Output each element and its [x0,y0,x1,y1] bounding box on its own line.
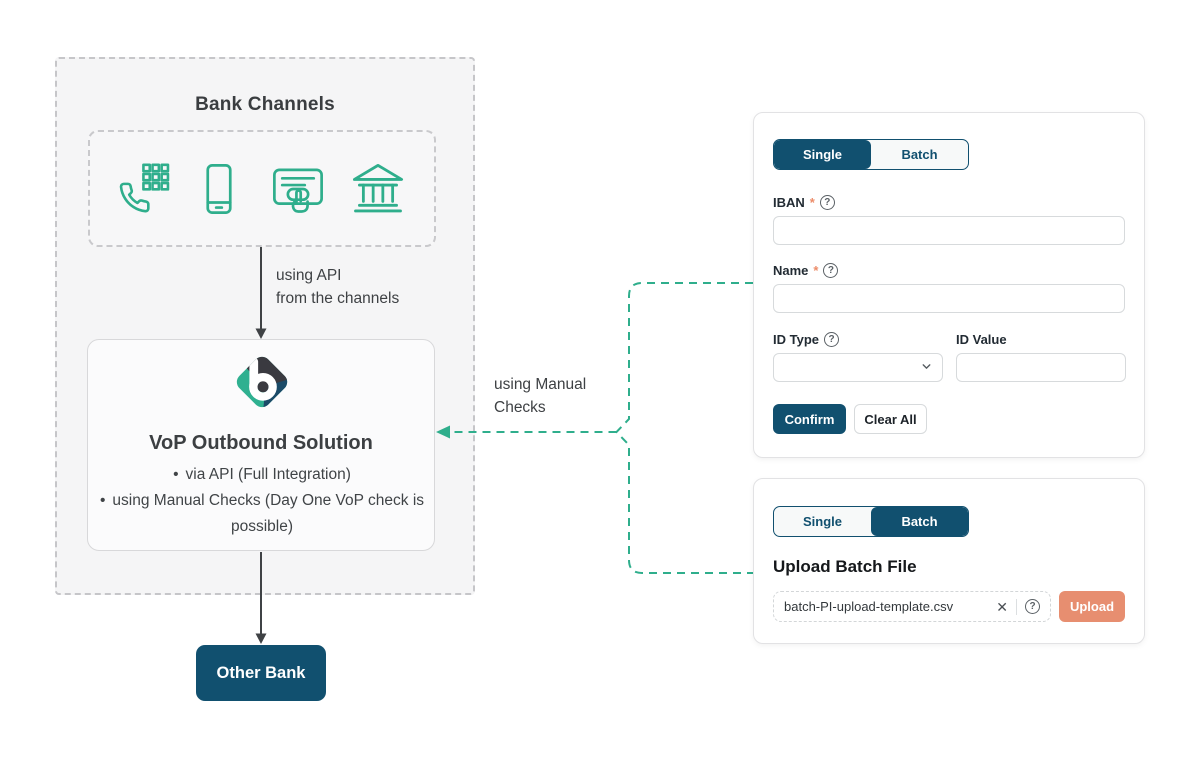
clear-all-button[interactable]: Clear All [854,404,927,434]
channel-icons-box [88,130,436,247]
using-api-label: using API from the channels [276,267,400,307]
mode-tabs: Single Batch [773,506,969,537]
tab-single[interactable]: Single [774,140,871,169]
file-help-icon[interactable]: ? [1025,599,1040,614]
name-input[interactable] [773,284,1125,313]
upload-batch-heading: Upload Batch File [773,557,917,576]
divider [1016,598,1017,615]
single-check-panel: Single Batch IBAN* ? Name* ? ID Type ? I… [753,112,1145,458]
iban-input[interactable] [773,216,1125,245]
confirm-button[interactable]: Confirm [773,404,846,434]
tab-batch[interactable]: Batch [901,147,938,162]
upload-button[interactable]: Upload [1059,591,1125,622]
mode-tabs: Single Batch [773,139,969,170]
name-label: Name* ? [773,263,839,278]
batch-upload-panel: Single Batch Upload Batch File batch-PI-… [753,478,1145,644]
smartphone-icon [192,162,246,216]
id-type-label: ID Type ? [773,332,839,347]
name-help-icon[interactable]: ? [823,263,839,278]
iban-help-icon[interactable]: ? [819,195,835,210]
using-manual-checks-label: using Manual Checks [494,376,587,416]
vop-bullet-list: •via API (Full Integration) •using Manua… [98,462,426,540]
tab-batch[interactable]: Batch [871,507,968,536]
vop-title: VoP Outbound Solution [149,432,373,454]
id-value-input[interactable] [956,353,1126,382]
vop-bullet-1: •via API (Full Integration) [173,466,351,483]
vop-logo-icon [231,351,293,413]
vop-bullet-2: •using Manual Checks (Day One VoP check … [99,492,425,535]
bank-building-icon [349,162,407,216]
chevron-down-icon [920,360,933,376]
id-type-select[interactable] [773,353,943,382]
other-bank-label: Other Bank [216,663,306,682]
required-asterisk: * [809,195,815,210]
file-input[interactable]: batch-PI-upload-template.csv ✕ ? [773,591,1051,622]
file-name: batch-PI-upload-template.csv [784,599,954,614]
other-bank-node: Other Bank [196,645,326,701]
bank-channels-title: Bank Channels [195,94,335,115]
phone-keypad-icon [117,162,171,216]
iban-label: IBAN* ? [773,195,835,210]
required-asterisk: * [813,263,819,278]
vop-outbound-box: VoP Outbound Solution •via API (Full Int… [87,339,435,551]
tab-single[interactable]: Single [802,514,842,529]
id-type-help-icon[interactable]: ? [824,332,839,347]
payment-terminal-icon [268,162,328,216]
clear-file-icon[interactable]: ✕ [996,598,1008,615]
id-value-label: ID Value [956,332,1007,347]
